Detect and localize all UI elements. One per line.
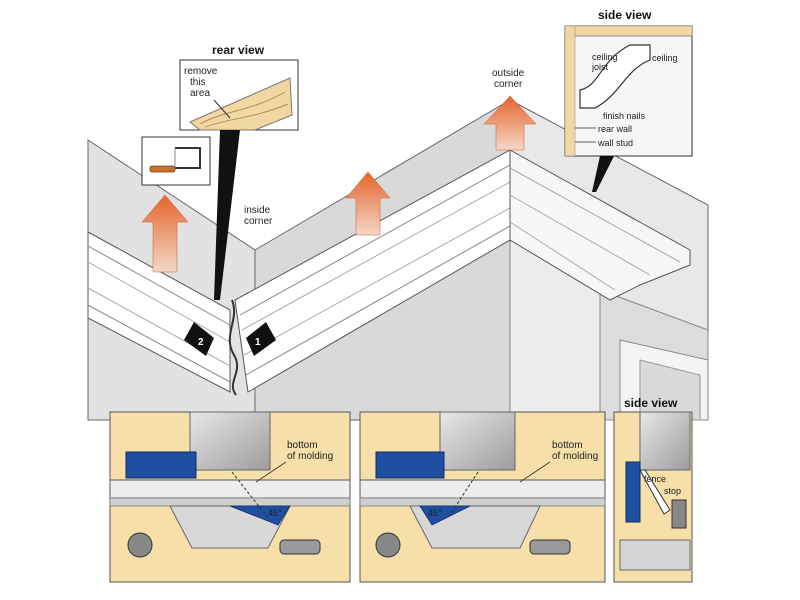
- wall-stud-label: wall stud: [597, 138, 633, 148]
- side-view-top-title: side view: [598, 8, 652, 22]
- molding-front-run: [234, 149, 691, 393]
- bottom-of-molding-right-line1: bottom: [552, 440, 583, 451]
- stop-label: stop: [664, 486, 681, 496]
- arrow-icon: [483, 95, 537, 151]
- miter-saw-panel-left: 45° bottom of molding: [109, 411, 351, 583]
- remove-label-line3: area: [190, 88, 210, 99]
- step-2-arrow-icon: 2: [184, 322, 214, 356]
- step-1-number: 1: [255, 337, 261, 348]
- rear-view-inset: rear view remove this area: [179, 43, 299, 300]
- coping-saw-icon: [149, 147, 201, 173]
- bottom-of-molding-left-line2: of molding: [287, 451, 333, 462]
- arrow-icon: [345, 171, 391, 236]
- rear-view-title: rear view: [212, 43, 265, 57]
- side-view-top-inset: side view ceiling joist ceiling finish n…: [564, 8, 693, 192]
- side-view-bottom-inset: side view fence stop: [613, 396, 693, 583]
- arrow-icon: [141, 194, 189, 273]
- step-2-number: 2: [198, 337, 204, 348]
- inside-corner-seam: [228, 299, 239, 396]
- ceiling-label: ceiling: [652, 53, 678, 63]
- inside-corner-label-line2: corner: [244, 216, 273, 227]
- finish-nails-label: finish nails: [603, 111, 646, 121]
- angle-right-label: 45°: [428, 508, 442, 518]
- step-1-arrow-icon: 1: [246, 322, 276, 356]
- coping-saw-inset: [141, 136, 211, 186]
- remove-label-line1: remove: [184, 66, 218, 77]
- rear-wall-label: rear wall: [598, 124, 632, 134]
- remove-label-line2: this: [190, 77, 206, 88]
- side-view-bottom-title: side view: [624, 396, 678, 410]
- miter-saw-panel-right: 45° bottom of molding: [359, 411, 606, 583]
- angle-left-label: 45°: [268, 508, 282, 518]
- outside-corner-label-line1: outside: [492, 68, 525, 79]
- fence-label: fence: [644, 474, 666, 484]
- bottom-of-molding-left-line1: bottom: [287, 440, 318, 451]
- ceiling-joist-line1: ceiling: [592, 52, 618, 62]
- bottom-of-molding-right-line2: of molding: [552, 451, 598, 462]
- outside-corner-label-line2: corner: [494, 79, 523, 90]
- ceiling-joist-line2: joist: [591, 62, 609, 72]
- inside-corner-label-line1: inside: [244, 205, 271, 216]
